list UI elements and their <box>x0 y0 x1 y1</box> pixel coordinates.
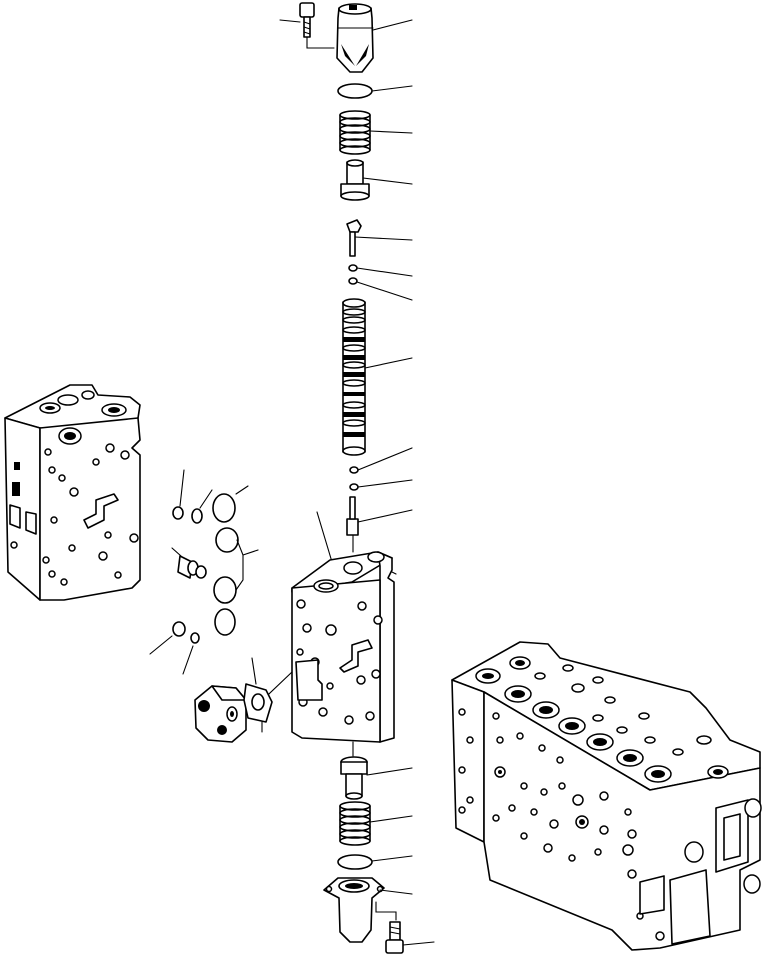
valve-cap-icon <box>323 877 413 943</box>
spool-icon <box>342 298 413 456</box>
o-ring-icon <box>212 485 249 523</box>
o-ring-icon <box>182 632 200 675</box>
stopper-icon <box>346 219 413 257</box>
bolt-icon <box>279 2 335 49</box>
control-valve-assembly-icon <box>451 641 762 951</box>
bolt-icon <box>171 547 207 579</box>
o-ring-icon <box>337 854 413 870</box>
valve-block-icon <box>4 384 141 601</box>
o-ring-icon <box>172 469 185 520</box>
small-ring-icon <box>349 479 413 491</box>
o-ring-icon <box>213 527 259 604</box>
coil-spring-icon <box>339 110 413 155</box>
o-ring-icon <box>214 608 236 636</box>
small-ring-icon <box>348 277 413 301</box>
bolt-icon <box>385 921 435 954</box>
spring-retainer-icon <box>340 159 413 201</box>
small-ring-icon <box>348 264 413 277</box>
pin-icon <box>346 496 413 553</box>
spring-retainer-icon <box>340 756 413 800</box>
o-ring-icon <box>191 489 213 524</box>
small-ring-icon <box>349 447 413 474</box>
o-ring-icon <box>337 83 413 99</box>
valve-block-icon <box>291 511 397 757</box>
o-ring-icon <box>149 621 186 655</box>
coil-spring-icon <box>339 801 413 846</box>
gasket-icon <box>243 657 273 733</box>
valve-plug-icon <box>336 3 413 73</box>
flange-cover-icon <box>194 671 293 743</box>
